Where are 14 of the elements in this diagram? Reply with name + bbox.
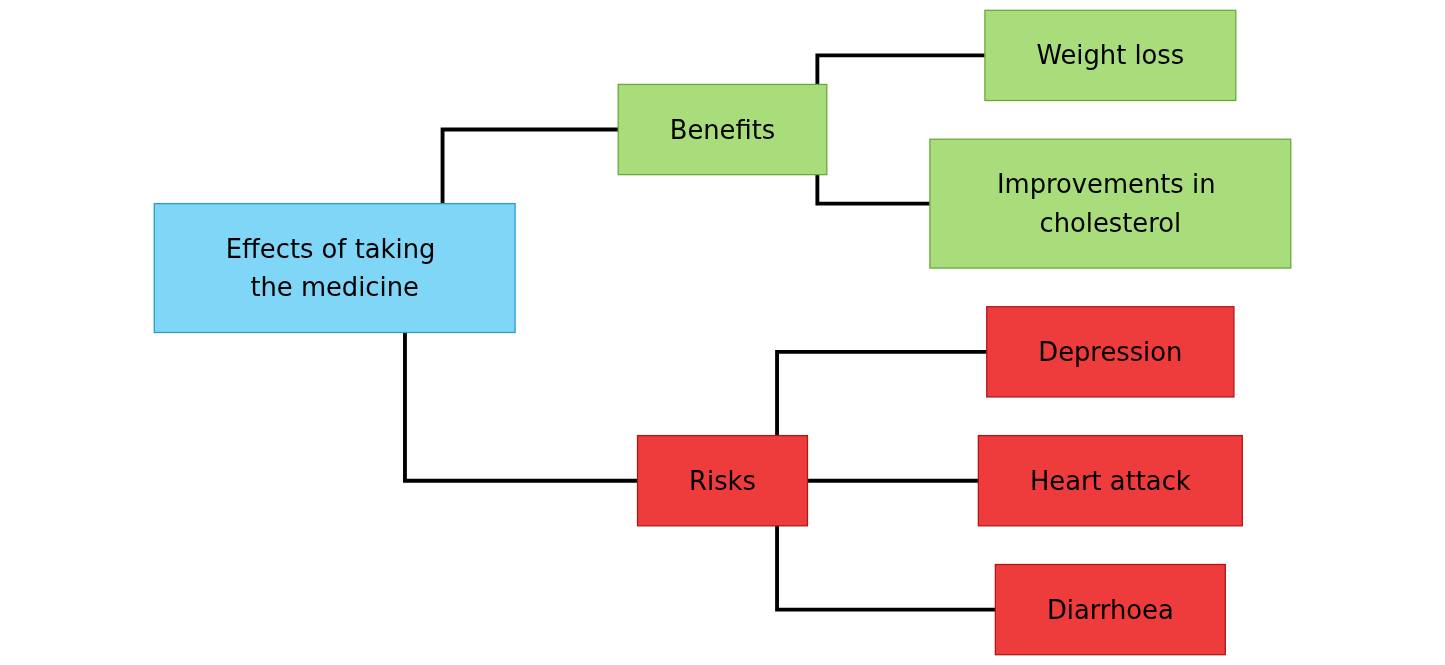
- connector: [815, 53, 985, 85]
- node-box: Diarrhoea: [994, 563, 1226, 656]
- node-box: Benefits: [617, 83, 828, 176]
- connector: [815, 174, 930, 206]
- connector: [775, 525, 996, 612]
- connector: [403, 332, 638, 483]
- connector: [440, 127, 619, 204]
- node-box: Effects of taking the medicine: [153, 202, 516, 334]
- connector: [775, 349, 987, 436]
- node-box: Improvements in cholesterol: [929, 138, 1292, 269]
- node-box: Depression: [986, 306, 1235, 398]
- node-box: Heart attack: [977, 434, 1243, 527]
- node-box: Risks: [636, 434, 809, 527]
- node-box: Weight loss: [984, 9, 1237, 102]
